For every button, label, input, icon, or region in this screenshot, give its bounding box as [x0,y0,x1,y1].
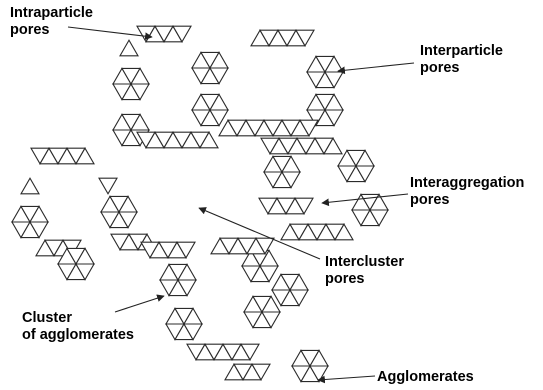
arrow-cluster [114,294,165,313]
arrow-interparticle [337,62,415,75]
label-interparticle-pores: Interparticle pores [420,43,507,76]
particle-network [11,25,389,383]
particle-triangle [177,279,197,297]
particle-triangle [176,241,196,259]
label-agglomerates-line1: Agglomerates [377,369,474,385]
particle-triangle [324,71,344,89]
particle-triangle [118,211,138,229]
label-interparticle-line1: Interparticle [420,43,503,59]
particle-triangle [251,363,271,381]
particle-triangle [295,29,315,47]
particle-triangle [281,171,301,189]
label-cluster-line2: of agglomerates [22,327,134,343]
labels: Intraparticle pores Interparticle pores … [10,5,528,385]
label-cluster-line1: Cluster [22,310,72,326]
particle-triangle [259,265,279,283]
particle-triangle [209,67,229,85]
particle-triangle [294,197,314,215]
particle-triangle [119,39,139,57]
arrow-agglomerates [317,375,376,384]
particle-triangle [172,25,192,43]
label-intraparticle-line1: Intraparticle [10,5,93,21]
particle-triangle [299,119,319,137]
particle-triangle [130,83,150,101]
label-interaggregation-pores: Interaggregation pores [410,175,528,208]
particle-triangle [75,147,95,165]
particle-triangle [261,311,281,329]
particle-triangle [309,365,329,383]
arrow-intraparticle [67,26,153,41]
label-interaggregation-line2: pores [410,192,450,208]
particle-triangle [98,177,118,195]
particle-triangle [355,165,375,183]
label-intercluster-line1: Intercluster [325,254,404,270]
particle-triangle [334,223,354,241]
particle-triangle [199,131,219,149]
label-cluster-of-agglomerates: Cluster of agglomerates [22,310,134,343]
particle-triangle [324,109,344,127]
particle-triangle [29,221,49,239]
particle-triangle [20,177,40,195]
particle-triangle [240,343,260,361]
particle-triangle [289,289,309,307]
particle-triangle [75,263,95,281]
label-intercluster-pores: Intercluster pores [325,254,408,287]
label-agglomerates: Agglomerates [377,369,474,385]
label-interaggregation-line1: Interaggregation [410,175,524,191]
particle-triangle [183,323,203,341]
particle-triangle [209,109,229,127]
label-interparticle-line2: pores [420,60,460,76]
label-intraparticle-pores: Intraparticle pores [10,5,97,38]
label-intraparticle-line2: pores [10,22,50,38]
arrow-interaggregation [321,193,409,207]
particle-triangle [255,237,275,255]
label-intercluster-line2: pores [325,271,365,287]
particle-triangle [323,137,343,155]
arrow-intercluster [198,207,321,260]
particle-triangle [369,209,389,227]
arrows [67,26,415,384]
